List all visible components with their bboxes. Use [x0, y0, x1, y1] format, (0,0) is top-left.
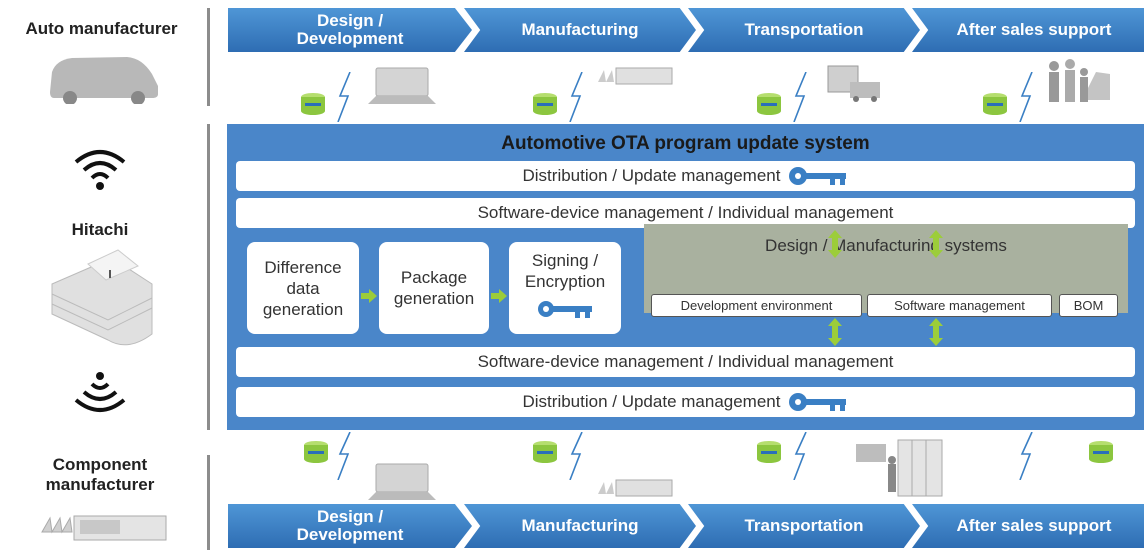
bottom-step-after-sales: After sales support: [912, 504, 1144, 548]
distribution-update-top-label: Distribution / Update management: [522, 166, 781, 185]
database-key-icon: [533, 93, 557, 115]
truck-worker-icon: [856, 439, 943, 497]
top-step-after-sales: After sales support: [912, 8, 1144, 52]
factory-icon: [40, 504, 170, 549]
key-icon: [789, 167, 847, 185]
building-icon: [48, 244, 158, 359]
arrow-right-icon: [491, 289, 507, 303]
lightning-icon: [1019, 432, 1033, 480]
sw-device-mgmt-top: Software-device management / Individual …: [236, 198, 1135, 228]
signing-encryption: Signing / Encryption: [509, 242, 621, 334]
database-key-icon: [757, 441, 781, 463]
double-arrow-icon: [828, 230, 842, 258]
label-auto-manufacturer: Auto manufacturer: [25, 19, 178, 38]
lightning-icon: [569, 432, 583, 480]
lightning-icon: [1019, 72, 1033, 122]
development-environment-item: Development environment: [651, 294, 862, 317]
double-arrow-icon: [929, 318, 943, 346]
car-icon: [42, 52, 162, 109]
warehouse-truck-icon: [827, 65, 880, 102]
database-key-icon: [533, 441, 557, 463]
divider-bottom: [207, 455, 210, 550]
double-arrow-icon: [828, 318, 842, 346]
ota-system-panel: Automotive OTA program update system Dis…: [227, 124, 1144, 430]
bom-item: BOM: [1059, 294, 1118, 317]
laptop-icon: [368, 463, 436, 500]
double-arrow-icon: [929, 230, 943, 258]
software-management-item: Software management: [867, 294, 1052, 317]
distribution-update-bottom-label: Distribution / Update management: [522, 392, 781, 411]
package-generation: Package generation: [379, 242, 489, 334]
lightning-icon: [337, 72, 351, 122]
top-step-manufacturing: Manufacturing: [464, 8, 696, 52]
laptop-icon: [368, 67, 436, 104]
distribution-update-top: Distribution / Update management: [236, 161, 1135, 191]
design-manufacturing-systems: Design / Manufacturing systems Developme…: [644, 224, 1128, 317]
database-key-icon: [304, 441, 328, 463]
label-hitachi: Hitachi: [71, 220, 129, 239]
database-key-icon: [757, 93, 781, 115]
label-component-manufacturer: Component manufacturer: [45, 455, 155, 494]
signal-icon: [72, 372, 128, 421]
top-step-design: Design / Development: [228, 8, 472, 52]
divider-middle: [207, 124, 210, 430]
bottom-step-manufacturing: Manufacturing: [464, 504, 696, 548]
database-key-icon: [1089, 441, 1113, 463]
divider-top: [207, 8, 210, 106]
database-key-icon: [983, 93, 1007, 115]
bottom-step-transportation: Transportation: [688, 504, 920, 548]
arrow-right-icon: [361, 289, 377, 303]
key-icon: [789, 393, 847, 411]
sw-device-mgmt-bottom: Software-device management / Individual …: [236, 347, 1135, 377]
signing-encryption-label: Signing / Encryption: [524, 251, 606, 291]
design-manufacturing-systems-title: Design / Manufacturing systems: [765, 236, 1007, 255]
wifi-icon: [72, 146, 128, 195]
factory-icon: [598, 67, 673, 85]
difference-data-generation: Difference data generation: [247, 242, 359, 334]
people-icon: [1049, 59, 1110, 102]
factory-icon: [598, 479, 673, 497]
key-icon: [538, 301, 592, 318]
top-step-transportation: Transportation: [688, 8, 920, 52]
distribution-update-bottom: Distribution / Update management: [236, 387, 1135, 417]
ota-system-title: Automotive OTA program update system: [501, 133, 870, 154]
lightning-icon: [337, 432, 351, 480]
bottom-step-design: Design / Development: [228, 504, 472, 548]
lightning-icon: [569, 72, 583, 122]
lightning-icon: [793, 432, 807, 480]
database-key-icon: [301, 93, 325, 115]
lightning-icon: [793, 72, 807, 122]
